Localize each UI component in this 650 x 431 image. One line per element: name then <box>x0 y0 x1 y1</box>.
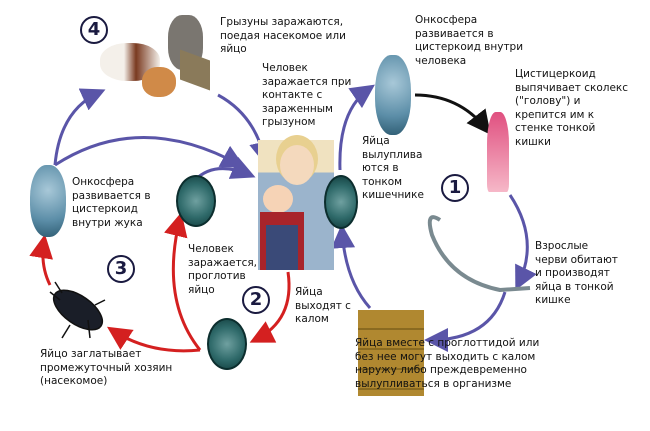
label-oncosphere-beetle: Онкосфера развивается в цистеркоид внутр… <box>72 176 151 229</box>
stage-3-marker: 3 <box>107 255 135 283</box>
arrow-oncosphere-to-cysticercoid <box>414 93 491 135</box>
arrow-egg-to-beetle <box>106 326 201 353</box>
label-adult-worms: Взрослые черви обитают и производят яйца… <box>535 240 618 306</box>
label-rodents-infected: Грызуны заражаются, поедая насекомое или… <box>220 16 346 55</box>
label-human-swallow: Человек заражается, проглотив яйцо <box>188 243 258 296</box>
stage-4-marker: 4 <box>80 16 108 44</box>
arrow-beetle-to-oncosphere <box>29 234 54 286</box>
mother-child-photo <box>258 140 334 270</box>
label-eggs-hatch: Яйца вылуплива ются в тонком кишечнике <box>362 135 424 201</box>
arrow-feces-to-egg <box>331 224 372 309</box>
arrow-worm-to-feces <box>424 291 507 352</box>
arrow-human-to-egg <box>249 271 291 343</box>
label-insect-swallow: Яйцо заглатывает промежуточный хозяин (н… <box>40 348 173 387</box>
arrow-egg-to-human-swallow <box>164 212 202 351</box>
egg-image <box>176 175 216 227</box>
rodents-image <box>100 15 215 100</box>
oncosphere-human-image <box>375 55 411 135</box>
egg-image <box>207 318 247 370</box>
stage-1-marker: 1 <box>441 174 469 202</box>
label-oncosphere-human: Онкосфера развивается в цистеркоид внутр… <box>415 14 524 67</box>
egg-image <box>324 175 358 229</box>
arrow-beetle-to-human <box>54 136 246 168</box>
cysticercoid-image <box>487 112 509 192</box>
stage-2-marker: 2 <box>242 286 270 314</box>
label-human-contact: Человек заражается при контакте с зараже… <box>262 62 352 128</box>
label-eggs-out: Яйца выходят с калом <box>295 286 351 325</box>
feces-image <box>358 310 424 396</box>
arrow-cysticercoid-to-worm <box>508 194 537 291</box>
arrow-beetle-to-rodents <box>53 88 106 166</box>
label-cysticercoid: Цистицеркоид выпячивает сколекс ("голову… <box>515 68 629 148</box>
label-eggs-feces-proglottid: Яйца вместе с проглоттидой или без нее м… <box>355 337 540 390</box>
oncosphere-beetle-image <box>30 165 66 237</box>
arrow-egg-to-oncosphere <box>338 84 375 171</box>
